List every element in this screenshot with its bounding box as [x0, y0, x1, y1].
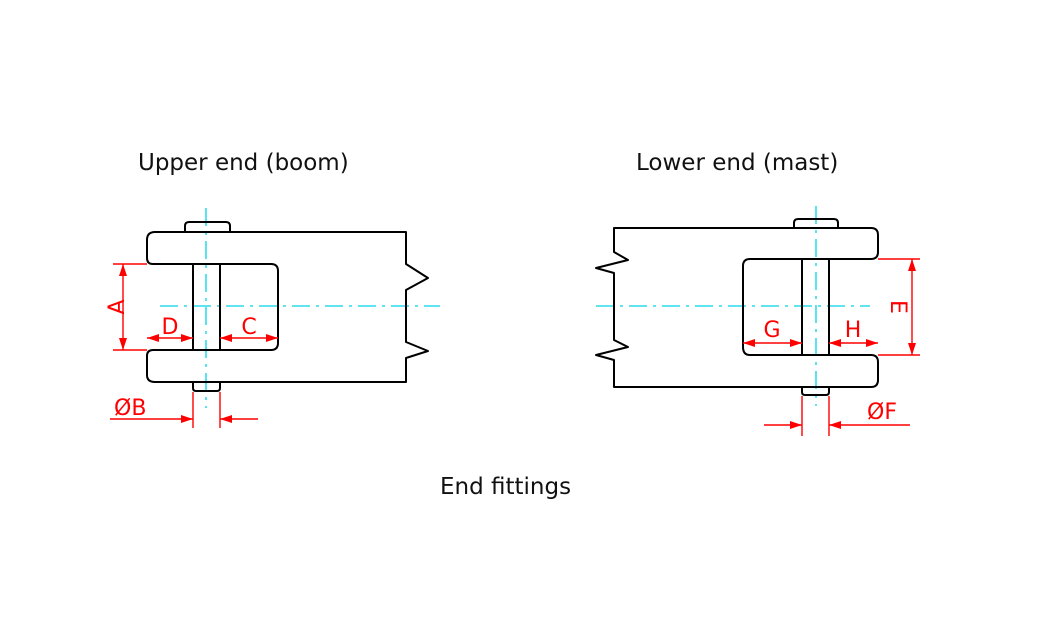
dimension-b: ØB	[110, 392, 258, 428]
upper-fork-body	[146, 231, 429, 383]
dimension-h: H	[829, 318, 878, 347]
upper-end-fitting: A D C ØB	[105, 208, 440, 428]
lower-end-title: Lower end (mast)	[636, 150, 839, 176]
label-d: D	[162, 315, 179, 340]
upper-pin-head-top	[184, 221, 231, 232]
figure-caption: End fittings	[440, 474, 572, 500]
dimension-g: G	[743, 318, 802, 347]
dimension-a: A	[105, 263, 147, 351]
upper-pin	[192, 264, 221, 350]
dimension-f: ØF	[764, 396, 910, 436]
label-a: A	[105, 299, 130, 314]
upper-end-title: Upper end (boom)	[138, 150, 349, 176]
lower-end-fitting: E G H ØF	[595, 206, 920, 436]
label-f: ØF	[867, 400, 897, 425]
label-h: H	[845, 318, 862, 343]
label-g: G	[763, 318, 780, 343]
dimension-e: E	[878, 258, 920, 356]
dimension-d: D	[147, 315, 193, 342]
lower-pin	[801, 259, 830, 355]
lower-fork-body	[595, 227, 879, 388]
lower-pin-head-top	[793, 218, 839, 228]
label-c: C	[241, 315, 256, 340]
label-e: E	[885, 300, 910, 314]
upper-pin-head-bottom	[192, 382, 221, 392]
dimension-c: C	[220, 315, 278, 342]
lower-pin-head-bottom	[801, 387, 830, 396]
label-b: ØB	[114, 396, 146, 421]
